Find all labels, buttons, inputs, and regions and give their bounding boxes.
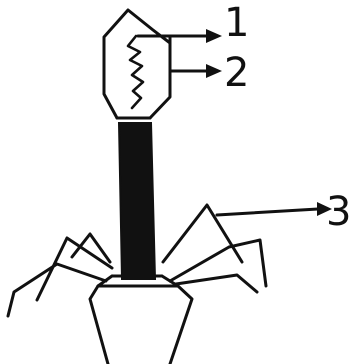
phage-tail-fiber-right-3 — [176, 275, 257, 292]
label-2: 2 — [224, 50, 249, 96]
phage-lower-body — [90, 286, 192, 364]
label-1: 1 — [224, 0, 249, 46]
phage-tail-fiber-left-3 — [72, 234, 110, 262]
label-3: 3 — [326, 189, 351, 235]
phage-tail-sheath — [119, 123, 155, 279]
pointer-arrowhead-1 — [206, 29, 222, 43]
pointer-arrowhead-2 — [206, 64, 222, 78]
phage-dna-coil — [128, 36, 143, 108]
pointer-line-3 — [217, 209, 318, 215]
phage-base-plate — [98, 276, 178, 286]
